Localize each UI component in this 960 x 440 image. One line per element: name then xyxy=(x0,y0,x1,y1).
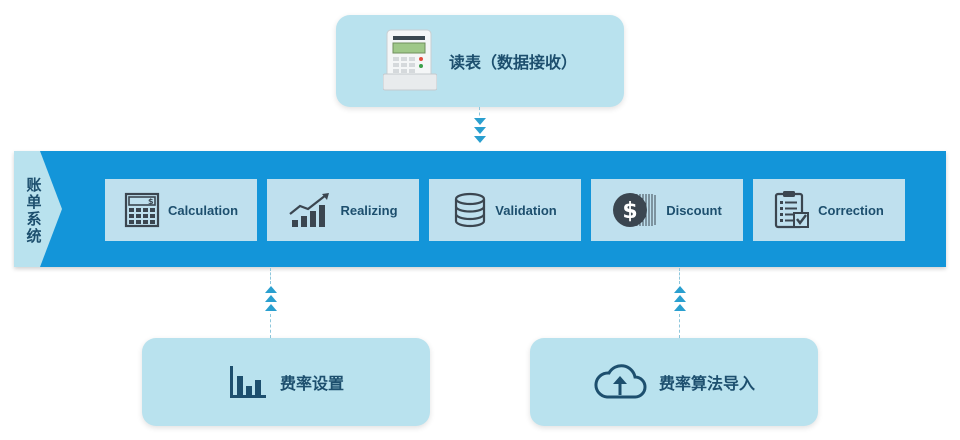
billing-system-band: 账单系统 $ Calculation Realizing xyxy=(14,151,946,267)
up-arrows xyxy=(674,286,686,311)
module-label: Calculation xyxy=(167,202,239,218)
smart-meter-icon xyxy=(382,29,437,91)
band-tab xyxy=(14,151,62,267)
module-label: Validation xyxy=(495,202,557,218)
tariff-algorithm-import-box[interactable]: 费率算法导入 xyxy=(530,338,818,426)
module-discount[interactable]: $ Discount xyxy=(591,179,743,241)
dollar-coin-icon: $ xyxy=(613,193,656,227)
connector-line xyxy=(270,314,271,338)
tariff-settings-box[interactable]: 费率设置 xyxy=(142,338,430,426)
module-validation[interactable]: Validation xyxy=(429,179,581,241)
connector-line xyxy=(679,268,680,284)
rising-bar-chart-icon xyxy=(289,193,330,227)
svg-text:$: $ xyxy=(148,197,154,206)
module-correction[interactable]: Correction xyxy=(753,179,905,241)
tariff-algorithm-import-label: 费率算法导入 xyxy=(658,376,755,393)
checklist-icon xyxy=(775,191,810,229)
module-label: Correction xyxy=(818,202,884,218)
module-calculation[interactable]: $ Calculation xyxy=(105,179,257,241)
meter-reading-box: 读表（数据接收） xyxy=(336,15,624,107)
module-label: Realizing xyxy=(340,202,398,218)
module-label: Discount xyxy=(666,202,722,218)
up-arrows xyxy=(265,286,277,311)
bar-chart-icon xyxy=(229,366,266,398)
calculator-icon: $ xyxy=(124,192,160,228)
down-arrows xyxy=(474,118,486,143)
connector-line xyxy=(479,107,480,121)
svg-text:$: $ xyxy=(623,199,638,224)
tariff-settings-label: 费率设置 xyxy=(279,376,344,393)
billing-system-label: 账单系统 xyxy=(26,176,42,245)
module-realizing[interactable]: Realizing xyxy=(267,179,419,241)
database-stack-icon xyxy=(455,192,486,228)
meter-reading-label: 读表（数据接收） xyxy=(448,55,577,72)
connector-line xyxy=(270,268,271,284)
connector-line xyxy=(679,314,680,338)
cloud-upload-icon xyxy=(594,364,647,399)
